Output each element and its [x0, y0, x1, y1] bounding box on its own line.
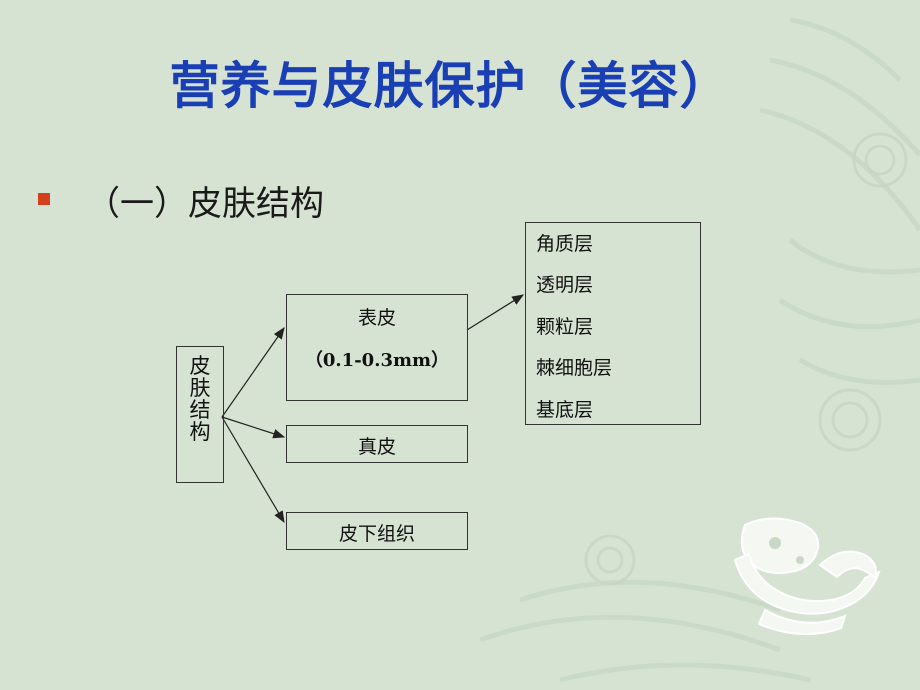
bullet-marker: [38, 193, 50, 205]
root-char: 构: [189, 420, 211, 444]
layer-item: 棘细胞层: [536, 357, 613, 379]
subcutaneous-label: 皮下组织: [338, 523, 415, 545]
epidermis-label: 表皮: [357, 307, 396, 329]
layer-item: 基底层: [536, 399, 594, 421]
epidermis-thickness: （0.1-0.3mm）: [304, 350, 450, 371]
skin-structure-label: 皮 肤 结 构: [177, 355, 223, 443]
dermis-box: 真皮: [286, 425, 468, 463]
bullet-text: （一）皮肤结构: [86, 184, 324, 224]
dermis-label: 真皮: [357, 436, 396, 458]
slide-title: 营养与皮肤保护（美容）: [169, 56, 731, 115]
skin-structure-box: 皮 肤 结 构: [176, 346, 224, 483]
layer-item: 角质层: [536, 233, 594, 255]
root-char: 肤: [189, 376, 211, 400]
layer-item: 颗粒层: [536, 316, 594, 338]
subcutaneous-box: 皮下组织: [286, 512, 468, 550]
arrow-to-dermis: [221, 416, 286, 439]
arrow-to-layers: [466, 294, 525, 331]
root-char: 皮: [189, 354, 211, 378]
arrow-to-epidermis: [221, 327, 285, 418]
layer-item: 透明层: [536, 274, 594, 296]
arrow-to-subcutaneous: [221, 416, 285, 524]
epidermis-layers-box: 角质层 透明层 颗粒层 棘细胞层 基底层: [525, 222, 701, 425]
root-char: 结: [189, 398, 211, 422]
epidermis-box: 表皮 （0.1-0.3mm）: [286, 294, 468, 401]
